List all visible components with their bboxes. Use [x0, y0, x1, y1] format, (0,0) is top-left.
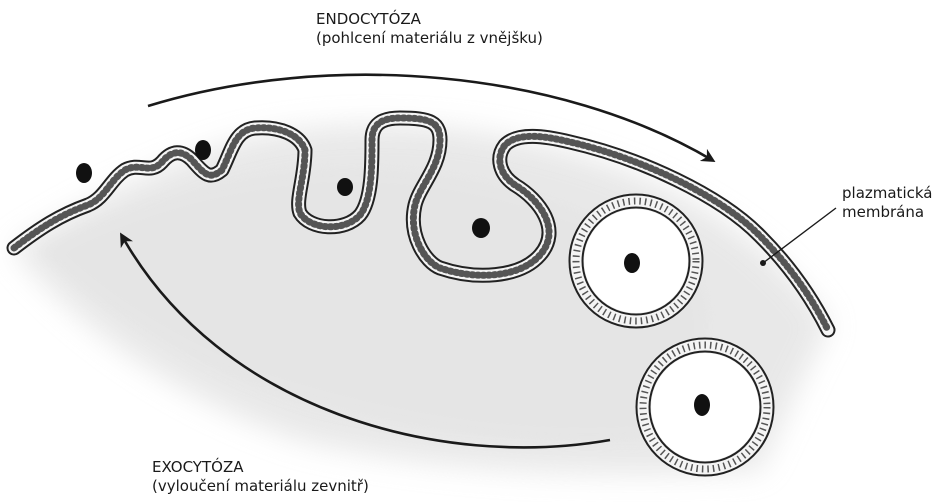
particle-outside-2 [195, 140, 211, 160]
membrane-label-line1: plazmatická [842, 184, 932, 203]
membrane-label-line2: membrána [842, 203, 932, 222]
exocytosis-title: EXOCYTÓZA [152, 458, 369, 477]
membrane-leader-dot [760, 260, 766, 266]
endocytosis-title: ENDOCYTÓZA [316, 10, 543, 29]
membrane-leader-line [763, 208, 836, 263]
particle-invagination-2 [472, 218, 490, 238]
particle-invagination-1 [337, 178, 353, 196]
particle-vesicle-2 [694, 394, 710, 416]
particle-outside-1 [76, 163, 92, 183]
endocytosis-label: ENDOCYTÓZA (pohlcení materiálu z vnějšku… [316, 10, 543, 48]
particle-vesicle-1 [624, 253, 640, 273]
endocytosis-subtitle: (pohlcení materiálu z vnějšku) [316, 29, 543, 48]
exocytosis-subtitle: (vyloučení materiálu zevnitř) [152, 477, 369, 496]
exocytosis-label: EXOCYTÓZA (vyloučení materiálu zevnitř) [152, 458, 369, 496]
membrane-label: plazmatická membrána [842, 184, 932, 222]
